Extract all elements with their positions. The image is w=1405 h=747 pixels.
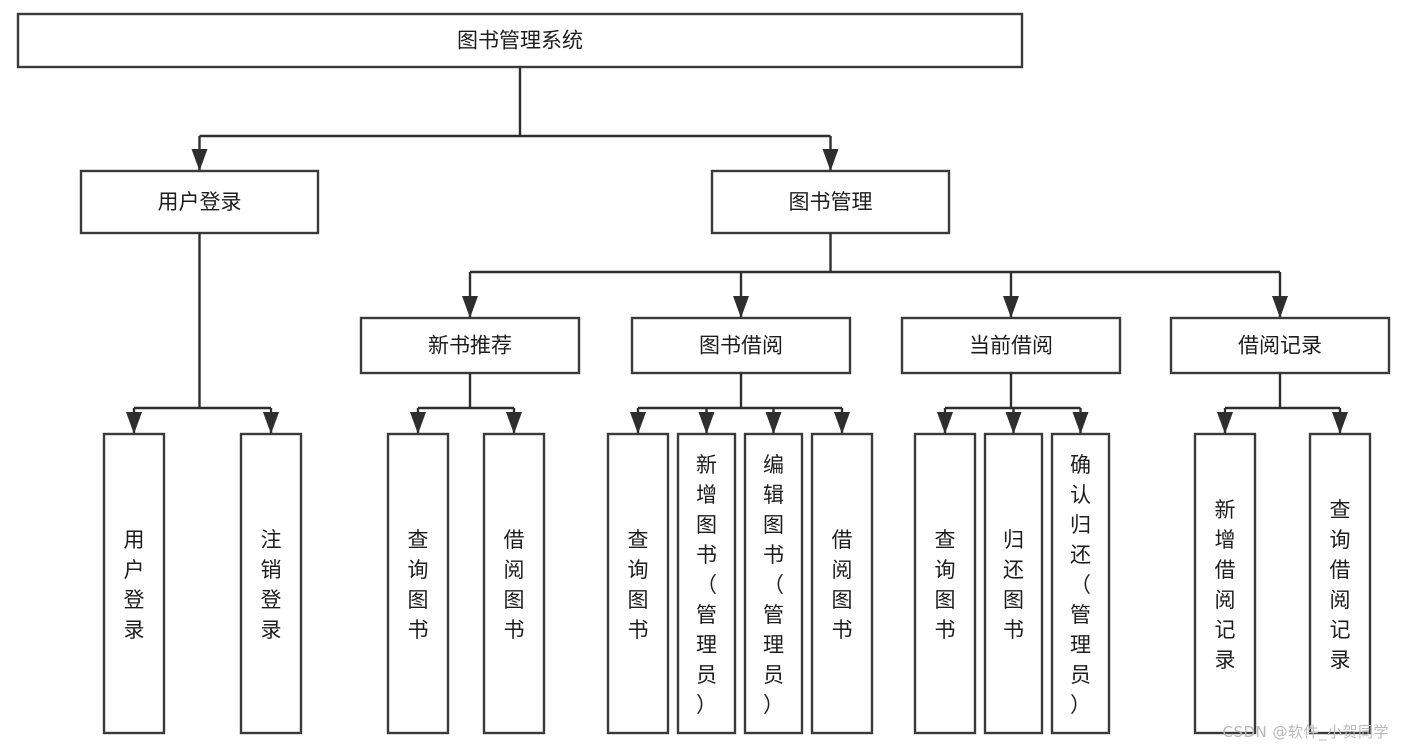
- arrow-head-icon-user-login-1: [263, 412, 279, 434]
- arrow-head-icon-book-manage-2: [1003, 296, 1019, 318]
- node-label-user-login-do: 用户登录: [124, 528, 145, 642]
- node-bb-query-book[interactable]: 查询图书: [606, 432, 670, 735]
- arrow-head-icon-book-borrow-1: [698, 412, 715, 434]
- node-bb-borrow-book[interactable]: 借阅图书: [810, 432, 874, 735]
- node-box-book-manage: [710, 169, 951, 235]
- arrow-head-icon-borrow-record-0: [1217, 412, 1233, 434]
- node-label-bb-borrow-book: 借阅图书: [832, 528, 853, 642]
- arrow-head-icon-book-manage-1: [733, 296, 749, 318]
- node-label-br-query-record: 查询借阅记录: [1330, 498, 1351, 672]
- node-label-br-add-record: 新增借阅记录: [1215, 498, 1236, 672]
- node-box-borrow-record: [1169, 316, 1391, 375]
- node-br-query-record[interactable]: 查询借阅记录: [1308, 432, 1372, 735]
- node-cb-query-book[interactable]: 查询图书: [913, 432, 977, 735]
- node-nbr-borrow-book[interactable]: 借阅图书: [482, 432, 546, 735]
- node-label-user-logout: 注销登录: [261, 528, 282, 642]
- node-root[interactable]: 图书管理系统: [16, 12, 1024, 69]
- arrow-head-icon-book-manage-3: [1272, 296, 1288, 318]
- node-label-new-book-recommend: 新书推荐: [428, 334, 512, 358]
- node-box-bb-query-book: [606, 432, 670, 735]
- node-label-root: 图书管理系统: [457, 29, 583, 53]
- node-br-add-record[interactable]: 新增借阅记录: [1193, 432, 1257, 735]
- arrow-head-icon-borrow-record-1: [1332, 412, 1348, 434]
- node-label-bb-add-book: 新增图书（管理员）: [696, 453, 717, 717]
- arrow-head-icon-book-borrow-0: [630, 412, 646, 434]
- node-box-user-login-do: [102, 432, 166, 735]
- arrow-head-icon-new-book-recommend-1: [506, 412, 522, 434]
- node-user-login[interactable]: 用户登录: [79, 169, 320, 235]
- node-label-nbr-query-book: 查询图书: [408, 528, 429, 642]
- node-book-borrow[interactable]: 图书借阅: [630, 316, 852, 375]
- node-bb-add-book[interactable]: 新增图书（管理员）: [676, 432, 737, 735]
- node-box-cb-return-book: [983, 432, 1044, 735]
- node-label-nbr-borrow-book: 借阅图书: [504, 528, 525, 642]
- node-box-cb-query-book: [913, 432, 977, 735]
- node-label-bb-query-book: 查询图书: [628, 528, 649, 642]
- node-box-nbr-query-book: [386, 432, 450, 735]
- node-label-cb-confirm-return: 确认归还（管理员）: [1070, 453, 1091, 717]
- node-borrow-record[interactable]: 借阅记录: [1169, 316, 1391, 375]
- node-label-cb-query-book: 查询图书: [935, 528, 956, 642]
- arrow-head-icon-root-0: [191, 149, 208, 171]
- node-current-borrow[interactable]: 当前借阅: [900, 316, 1122, 375]
- arrow-head-icon-book-borrow-2: [765, 412, 782, 434]
- node-bb-edit-book[interactable]: 编辑图书（管理员）: [743, 432, 804, 735]
- arrow-head-icon-new-book-recommend-0: [410, 412, 426, 434]
- arrow-head-icon-user-login-0: [126, 412, 142, 434]
- arrow-head-icon-root-1: [822, 149, 839, 171]
- node-box-current-borrow: [900, 316, 1122, 375]
- node-book-manage[interactable]: 图书管理: [710, 169, 951, 235]
- node-label-cb-return-book: 归还图书: [1003, 528, 1024, 642]
- node-box-nbr-borrow-book: [482, 432, 546, 735]
- node-box-cb-confirm-return: [1050, 432, 1111, 735]
- node-user-login-do[interactable]: 用户登录: [102, 432, 166, 735]
- node-box-bb-edit-book: [743, 432, 804, 735]
- node-label-bb-edit-book: 编辑图书（管理员）: [763, 453, 784, 717]
- node-box-user-logout: [239, 432, 303, 735]
- node-box-bb-borrow-book: [810, 432, 874, 735]
- node-label-book-manage: 图书管理: [789, 190, 873, 214]
- node-nbr-query-book[interactable]: 查询图书: [386, 432, 450, 735]
- csdn-watermark: CSDN @软件_小贺同学: [1222, 723, 1389, 741]
- node-new-book-recommend[interactable]: 新书推荐: [359, 316, 581, 375]
- node-cb-confirm-return[interactable]: 确认归还（管理员）: [1050, 432, 1111, 735]
- node-label-book-borrow: 图书借阅: [699, 334, 783, 358]
- node-box-bb-add-book: [676, 432, 737, 735]
- arrow-head-icon-book-borrow-3: [834, 412, 850, 434]
- arrow-head-icon-current-borrow-0: [937, 412, 953, 434]
- arrow-head-icon-current-borrow-1: [1005, 412, 1022, 434]
- node-box-root: [16, 12, 1024, 69]
- arrow-head-icon-book-manage-0: [462, 296, 478, 318]
- node-label-current-borrow: 当前借阅: [969, 334, 1053, 358]
- node-cb-return-book[interactable]: 归还图书: [983, 432, 1044, 735]
- node-label-borrow-record: 借阅记录: [1238, 334, 1322, 358]
- node-user-logout[interactable]: 注销登录: [239, 432, 303, 735]
- node-box-book-borrow: [630, 316, 852, 375]
- node-box-br-query-record: [1308, 432, 1372, 735]
- node-box-br-add-record: [1193, 432, 1257, 735]
- arrow-head-icon-current-borrow-2: [1072, 412, 1089, 434]
- node-label-user-login: 用户登录: [158, 190, 242, 214]
